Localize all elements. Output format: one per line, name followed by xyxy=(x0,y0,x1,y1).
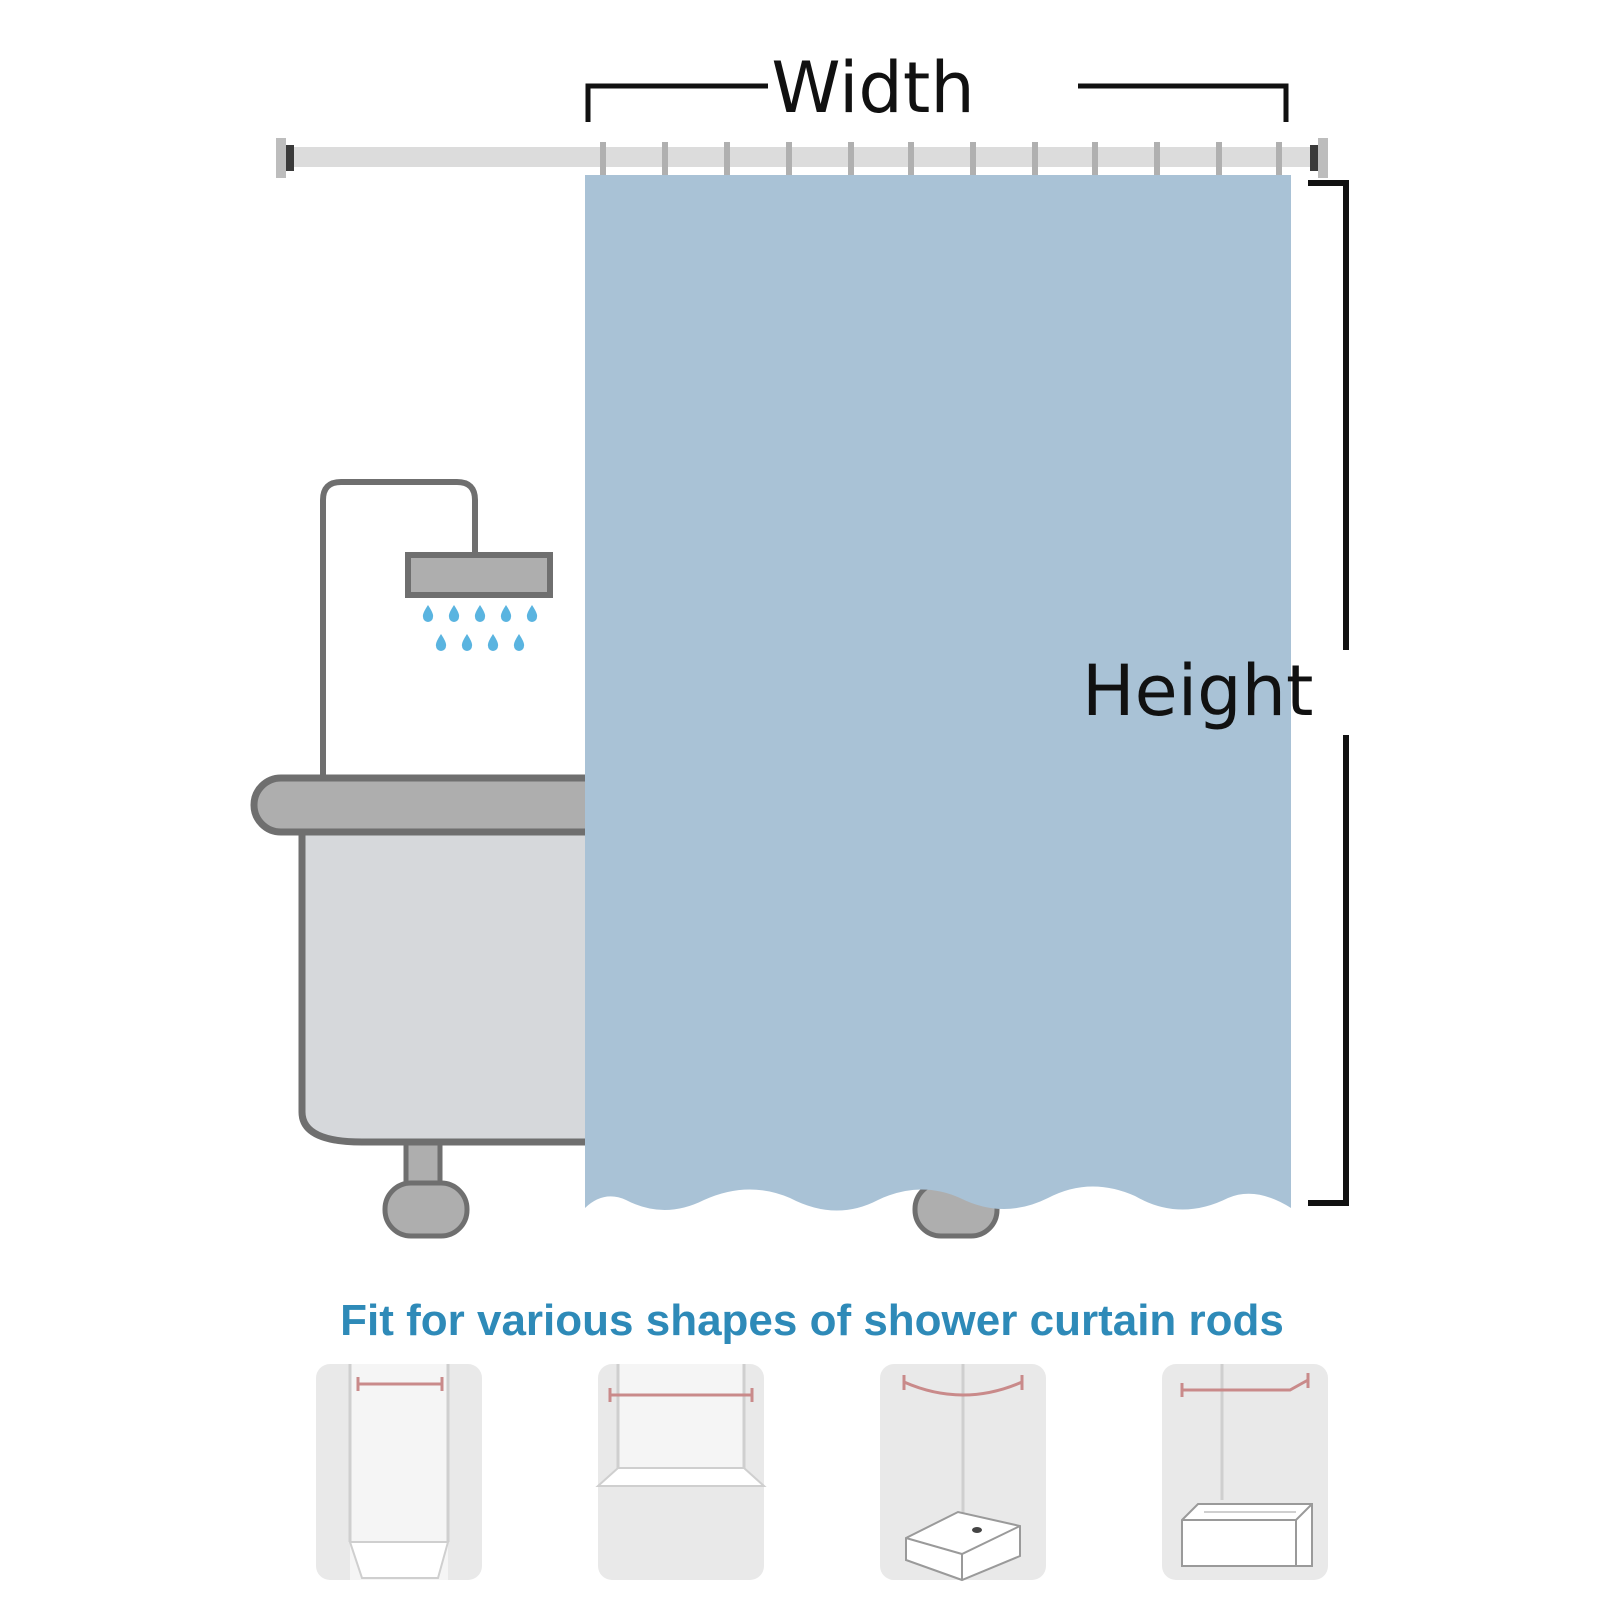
curtain-ring xyxy=(1092,142,1098,186)
curtain-ring xyxy=(724,142,730,186)
water-drops-icon xyxy=(422,605,538,651)
curtain-ring xyxy=(970,142,976,186)
water-drop-icon xyxy=(526,605,538,622)
curtain-ring xyxy=(662,142,668,186)
water-drop-icon xyxy=(422,605,434,622)
curtain-rod xyxy=(276,138,1328,178)
rod-shapes-caption: Fit for various shapes of shower curtain… xyxy=(340,1296,1284,1345)
curtain-ring xyxy=(786,142,792,186)
rod-shape-straight-alcove xyxy=(316,1364,482,1580)
water-drop-icon xyxy=(461,634,473,651)
curtain-ring xyxy=(1276,142,1282,186)
water-drop-icon xyxy=(500,605,512,622)
water-drop-icon xyxy=(448,605,460,622)
curtain-rings xyxy=(600,142,1282,186)
curtain-ring xyxy=(600,142,606,186)
water-drop-icon xyxy=(474,605,486,622)
shower-head-icon xyxy=(320,479,553,775)
width-bracket xyxy=(585,83,1289,122)
rod-shape-l-shaped xyxy=(1162,1364,1328,1580)
height-label: Height xyxy=(1082,650,1313,732)
shower-curtain xyxy=(585,175,1291,1211)
water-drop-icon xyxy=(487,634,499,651)
curtain-ring xyxy=(908,142,914,186)
rod-shape-straight-wide xyxy=(595,1364,767,1580)
height-bracket xyxy=(1308,180,1349,1206)
curtain-ring xyxy=(1154,142,1160,186)
water-drop-icon xyxy=(513,634,525,651)
curtain-ring xyxy=(1216,142,1222,186)
width-label: Width xyxy=(771,47,974,129)
bathtub-icon xyxy=(250,774,1000,1239)
curtain-ring xyxy=(1032,142,1038,186)
curtain-ring xyxy=(848,142,854,186)
rod-shape-curved-corner xyxy=(880,1364,1046,1582)
water-drop-icon xyxy=(435,634,447,651)
